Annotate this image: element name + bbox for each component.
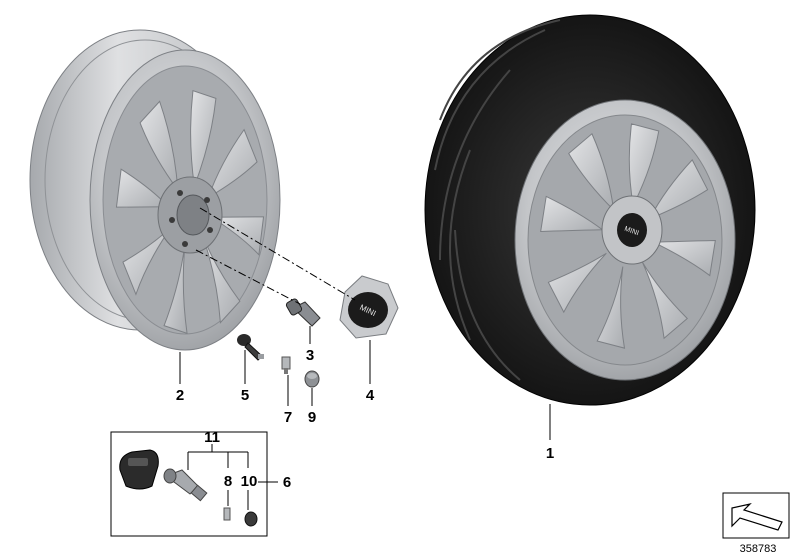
spoke [648,159,709,220]
callout-8: 8 [224,473,232,490]
callout-3: 3 [306,347,314,364]
wheel-with-tire: MINI [424,14,756,406]
spoke [115,168,170,208]
valve-part [237,334,264,361]
spoke [207,128,258,199]
spoke [163,237,188,335]
callout-7: 7 [284,409,292,426]
wheel-spokes [540,123,716,349]
spoke [641,261,689,340]
wheel-bolt-part [285,298,321,327]
callout-10: 10 [241,473,258,490]
spoke [596,266,626,349]
callout-1: 1 [546,445,554,462]
spoke [547,252,607,314]
spoke [139,100,179,192]
tpms-inset [110,431,278,537]
assembly-axis-lines [195,207,356,305]
next-page-arrow-icon[interactable] [722,492,790,539]
document-number: 358783 [740,543,777,555]
rim-spokes [115,89,265,335]
rim-part [29,29,281,351]
callout-4: 4 [366,387,375,404]
callout-9: 9 [308,409,316,426]
valve-cap-part [304,370,320,388]
callout-11: 11 [204,429,220,446]
valve-core-part [281,356,291,374]
spoke [209,216,265,256]
leader-lines [179,326,551,440]
callout-2: 2 [176,387,184,404]
callout-5: 5 [241,387,249,404]
spoke [628,123,660,208]
spoke [190,89,217,187]
callout-labels: 1 2 3 4 5 6 7 8 9 10 11 [176,347,554,491]
hub-cap-part: MINI [339,275,399,339]
spoke [201,233,241,324]
wheel-cap-logo: MINI [623,226,639,238]
spoke [122,226,173,296]
spoke [540,195,604,233]
spoke [568,132,615,212]
callout-6: 6 [283,474,291,491]
spoke [653,239,716,277]
